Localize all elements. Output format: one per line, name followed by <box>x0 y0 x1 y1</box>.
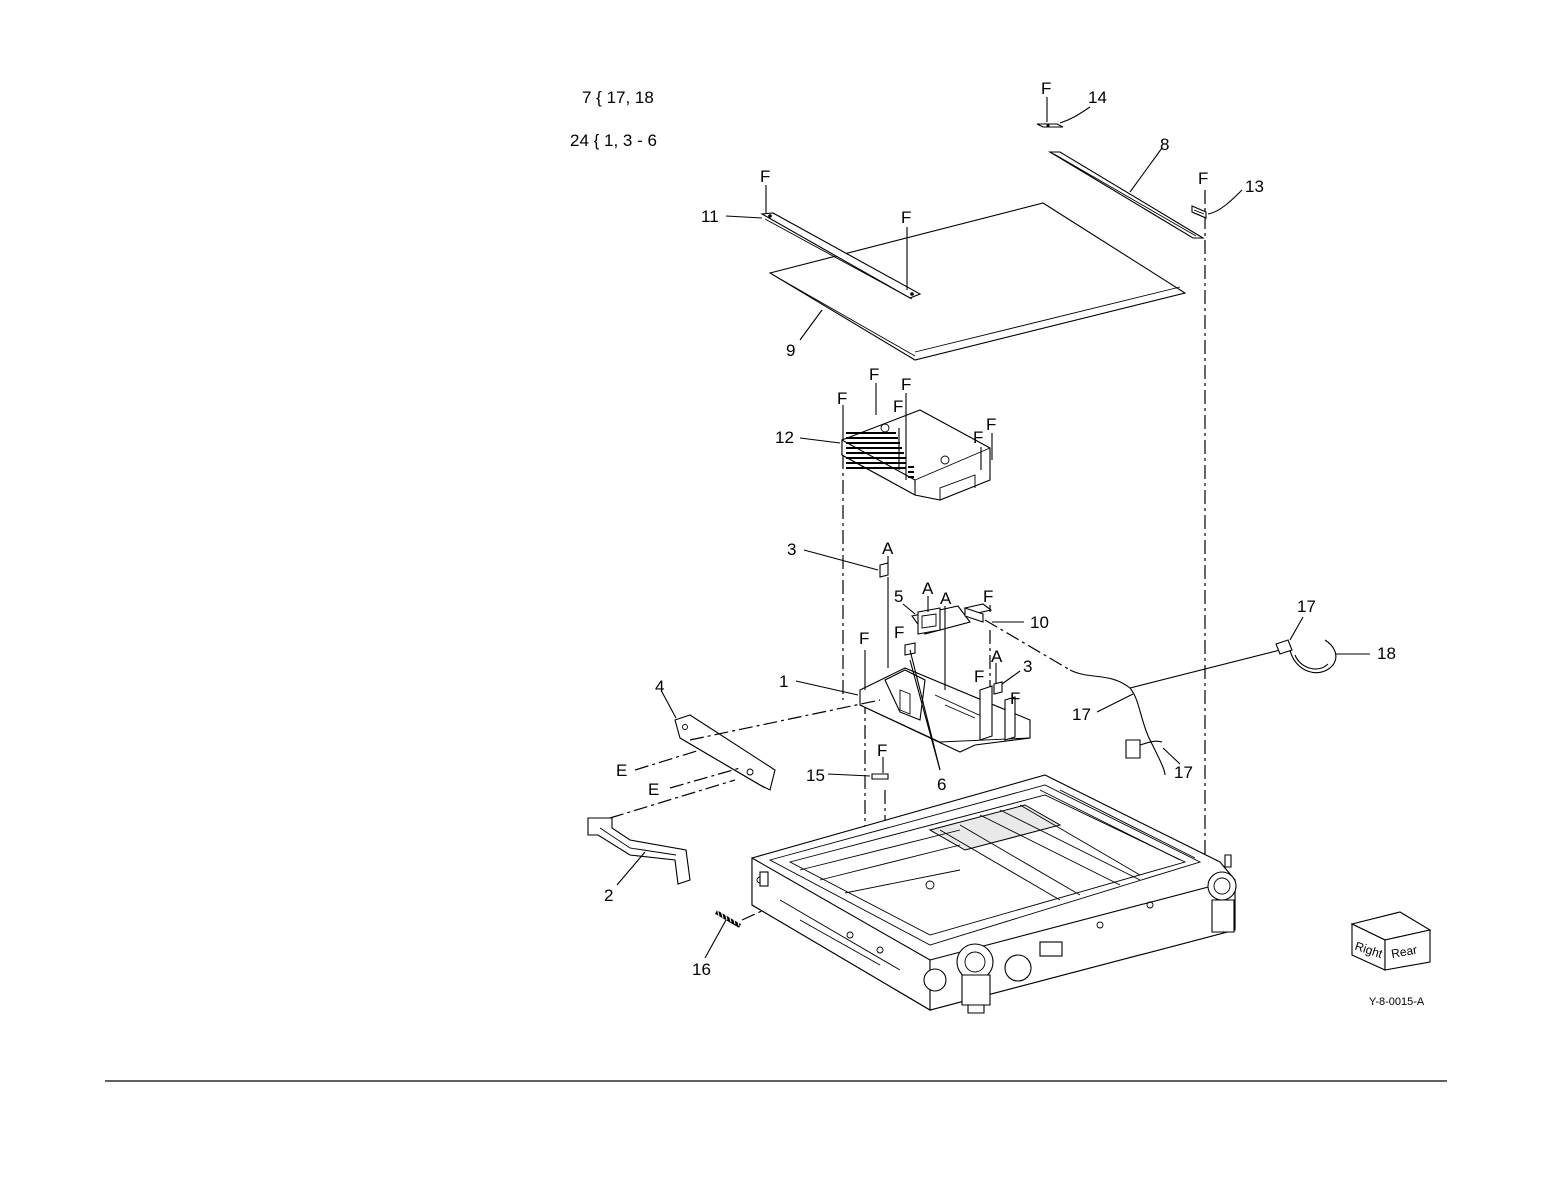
callout-3-upper: 3 <box>787 540 796 559</box>
callout-9: 9 <box>786 341 795 360</box>
part-13-bracket <box>1192 190 1242 218</box>
part-4-bracket <box>635 692 880 790</box>
callout-6: 6 <box>937 775 946 794</box>
fastener-f-14: F <box>1041 79 1051 98</box>
callout-14: 14 <box>1088 88 1107 107</box>
part-9-glass <box>770 203 1185 360</box>
part-2-flat-cable <box>588 780 735 885</box>
connector-e-1: E <box>616 761 627 780</box>
fastener-f-1a: F <box>859 629 869 648</box>
fastener-f-11: F <box>760 167 770 186</box>
fastener-f-12e: F <box>973 428 983 447</box>
callout-18: 18 <box>1377 644 1396 663</box>
part-10-connector <box>965 604 1070 670</box>
part-3-upper-bracket <box>804 550 888 668</box>
connector-a-2: A <box>922 579 934 598</box>
callout-12: 12 <box>775 428 794 447</box>
fastener-f-1b: F <box>894 623 904 642</box>
callout-5: 5 <box>894 587 903 606</box>
callout-17-top: 17 <box>1297 597 1316 616</box>
callout-16: 16 <box>692 960 711 979</box>
part-18-clamp <box>1290 640 1370 673</box>
part-14-clip <box>1037 97 1090 127</box>
base-frame <box>752 775 1235 1010</box>
fastener-f-12a: F <box>869 365 879 384</box>
fastener-f-10: F <box>983 587 993 606</box>
fastener-f-12f: F <box>986 415 996 434</box>
fastener-f-13: F <box>1198 169 1208 188</box>
fastener-f-1c: F <box>974 667 984 686</box>
connector-a-1: A <box>882 539 894 558</box>
connector-a-4: A <box>991 647 1003 666</box>
fastener-labels: F F F F F F F F F F F F F F F F <box>760 79 1208 760</box>
callout-11: 11 <box>701 207 719 226</box>
fastener-f-12b: F <box>901 375 911 394</box>
callout-17-left: 17 <box>1072 705 1091 724</box>
figure-id: Y-8-0015-A <box>1369 996 1425 1008</box>
part-17-harness <box>1070 617 1303 775</box>
callout-4: 4 <box>655 677 664 696</box>
callout-3-lower: 3 <box>1023 657 1032 676</box>
fastener-f-12c: F <box>837 389 847 408</box>
fastener-f-1d: F <box>1010 689 1020 708</box>
callout-2: 2 <box>604 886 613 905</box>
fastener-f-12d: F <box>893 397 903 416</box>
legend-line-1: 7 { 17, 18 <box>582 88 654 107</box>
callout-15: 15 <box>806 766 825 785</box>
callout-13: 13 <box>1245 177 1264 196</box>
legend-line-2: 24 { 1, 3 - 6 <box>570 131 657 150</box>
callout-1: 1 <box>779 672 788 691</box>
callout-10: 10 <box>1030 613 1049 632</box>
callout-17-bottom: 17 <box>1174 763 1193 782</box>
connector-e-2: E <box>648 780 659 799</box>
callout-8: 8 <box>1160 135 1169 154</box>
orientation-cube: Right Rear <box>1352 912 1430 970</box>
fastener-f-15: F <box>877 741 887 760</box>
part-15-clip <box>828 757 888 779</box>
connector-a-3: A <box>940 589 952 608</box>
fastener-f-9: F <box>901 208 911 227</box>
